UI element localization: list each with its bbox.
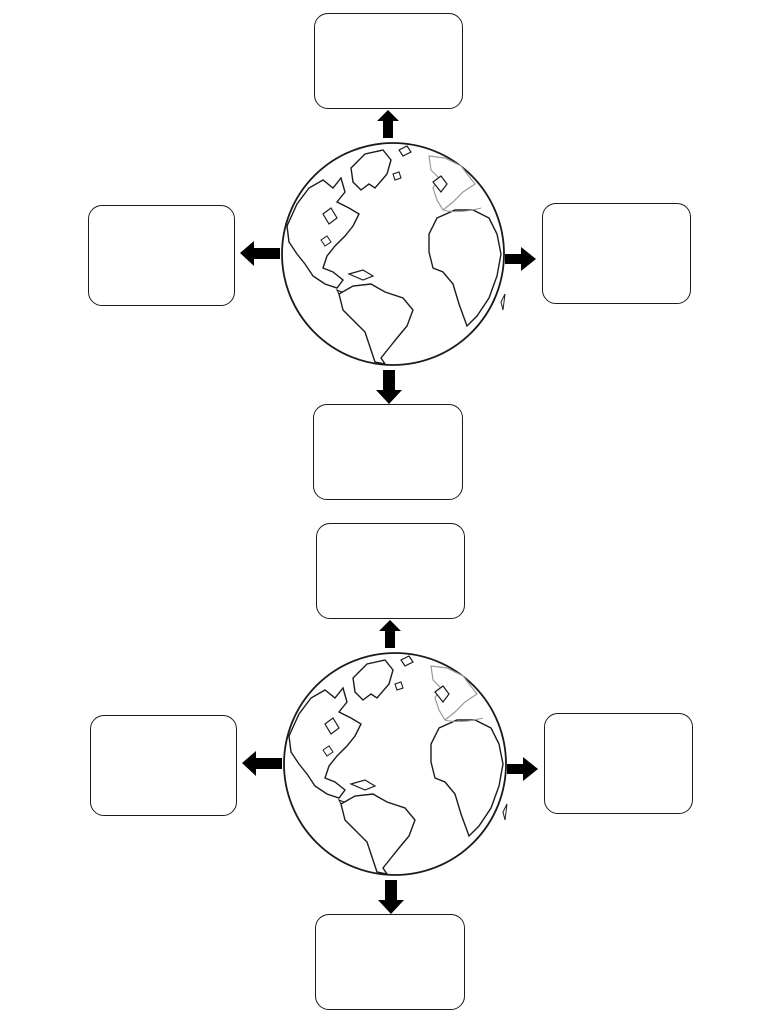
globe-diagram-1 — [88, 13, 691, 500]
diagram-canvas — [240, 110, 536, 404]
globe-icon — [283, 652, 508, 876]
globe-icon — [281, 142, 506, 366]
right-box[interactable] — [542, 203, 691, 304]
right-arrow-icon — [505, 247, 536, 271]
bottom-box[interactable] — [313, 404, 463, 500]
left-box[interactable] — [90, 715, 237, 816]
right-arrow-icon — [507, 757, 538, 781]
left-arrow-icon — [240, 241, 280, 266]
bottom-box[interactable] — [315, 914, 465, 1010]
top-box[interactable] — [314, 13, 463, 109]
down-arrow-icon — [376, 370, 402, 404]
globe-diagram-2 — [0, 510, 768, 1022]
top-box[interactable] — [316, 523, 465, 619]
left-arrow-icon — [242, 751, 282, 776]
up-arrow-icon — [379, 620, 401, 648]
up-arrow-icon — [377, 110, 399, 138]
right-box[interactable] — [544, 713, 693, 814]
down-arrow-icon — [378, 880, 404, 914]
left-box[interactable] — [88, 205, 235, 306]
diagram-canvas — [242, 620, 538, 914]
